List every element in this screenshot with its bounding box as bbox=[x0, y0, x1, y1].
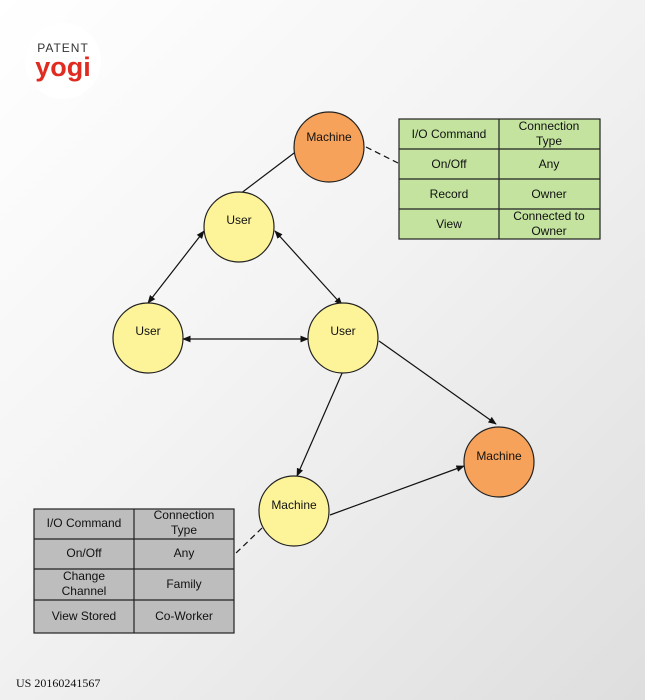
node-machine-top-label: Machine bbox=[306, 130, 352, 144]
table-bottom-row1-type: Any bbox=[174, 546, 195, 560]
node-user-left: User bbox=[112, 302, 184, 374]
table-bottom-row3-command: View Stored bbox=[52, 609, 116, 623]
node-machine-bottom-circle bbox=[258, 475, 330, 547]
dashed-link-bottom-table bbox=[233, 527, 263, 556]
edge-user-top-user-left bbox=[147, 230, 205, 304]
node-user-top: User bbox=[203, 191, 275, 263]
node-machine-right: Machine bbox=[463, 426, 535, 498]
edge-user-center-to-machine-bottom bbox=[296, 370, 344, 477]
edge-machine-bottom-to-machine-right bbox=[329, 465, 465, 516]
patent-number: US 20160241567 bbox=[16, 676, 101, 690]
node-user-left-circle bbox=[112, 302, 184, 374]
node-machine-top-circle bbox=[293, 111, 365, 183]
node-user-top-circle bbox=[203, 191, 275, 263]
table-top-row1-command: On/Off bbox=[431, 157, 467, 171]
table-top-header-command: I/O Command bbox=[412, 127, 487, 141]
logo-yogi-text: yogi bbox=[35, 52, 91, 82]
table-bottom-header-command: I/O Command bbox=[47, 516, 122, 530]
dashed-link-top-table bbox=[365, 146, 399, 164]
node-machine-right-circle bbox=[463, 426, 535, 498]
node-machine-top: Machine bbox=[293, 111, 365, 183]
logo-patent-text: PATENT bbox=[37, 41, 89, 55]
node-user-center: User bbox=[307, 302, 379, 374]
edge-user-center-to-machine-right bbox=[378, 340, 497, 425]
node-user-center-circle bbox=[307, 302, 379, 374]
table-top-row2-type: Owner bbox=[531, 187, 566, 201]
table-top-row3-command: View bbox=[436, 217, 462, 231]
table-bottom-row3-type: Co-Worker bbox=[155, 609, 213, 623]
node-user-top-label: User bbox=[226, 213, 251, 227]
node-user-left-label: User bbox=[135, 324, 160, 338]
node-user-center-label: User bbox=[330, 324, 355, 338]
table-top-row1-type: Any bbox=[539, 157, 560, 171]
table-top-row2-command: Record bbox=[430, 187, 469, 201]
node-machine-right-label: Machine bbox=[476, 449, 522, 463]
node-machine-bottom-label: Machine bbox=[271, 498, 317, 512]
patentyogi-logo: PATENT yogi bbox=[25, 23, 101, 99]
table-bottom-row1-command: On/Off bbox=[66, 546, 102, 560]
edges bbox=[147, 143, 497, 556]
table-bottom-row2-type: Family bbox=[166, 577, 201, 591]
edge-user-top-user-center bbox=[274, 230, 343, 306]
node-machine-bottom: Machine bbox=[258, 475, 330, 547]
